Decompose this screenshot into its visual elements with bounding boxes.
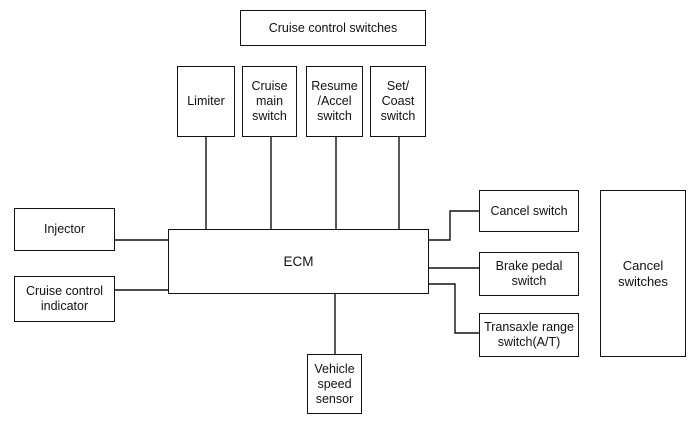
- transaxle-range-switch-box: Transaxle range switch(A/T): [479, 313, 579, 357]
- transaxle-switch-ecm-line: [429, 283, 479, 334]
- cruise-control-switches-label: Cruise control switches: [240, 10, 426, 46]
- cruise-control-indicator-box: Cruise control indicator: [14, 276, 115, 322]
- limiter-box: Limiter: [177, 66, 235, 137]
- ecm-box: ECM: [168, 229, 429, 294]
- injector-box: Injector: [14, 208, 115, 251]
- cancel-switches-group-box: Cancel switches: [600, 190, 686, 357]
- cancel-switch-box: Cancel switch: [479, 190, 579, 232]
- cancel-switch-ecm-line: [429, 210, 479, 241]
- cruise-main-switch-box: Cruise main switch: [242, 66, 297, 137]
- set-coast-switch-box: Set/ Coast switch: [370, 66, 426, 137]
- brake-pedal-switch-box: Brake pedal switch: [479, 252, 579, 296]
- resume-accel-switch-box: Resume /Accel switch: [306, 66, 363, 137]
- vehicle-speed-sensor-box: Vehicle speed sensor: [307, 354, 362, 414]
